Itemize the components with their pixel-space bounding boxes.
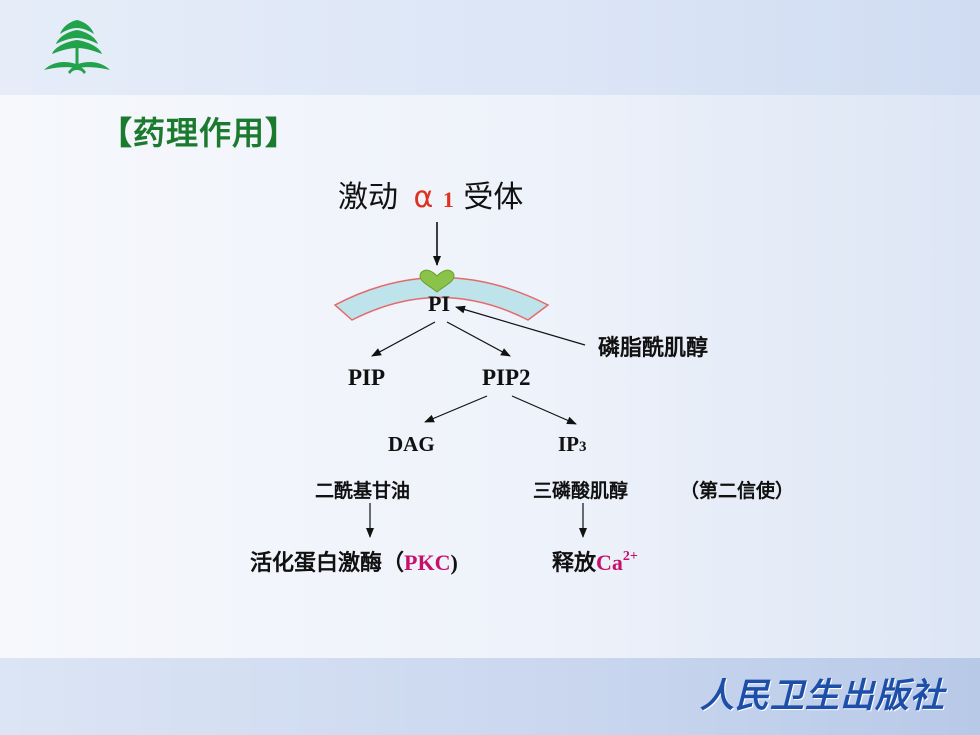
receptor-icon bbox=[419, 269, 455, 293]
pi-to-pip2-arrow bbox=[446, 321, 511, 357]
cell-membrane bbox=[333, 276, 550, 321]
content-area bbox=[0, 95, 980, 658]
footer-band bbox=[0, 658, 980, 735]
second-messenger-note: （第二信使） bbox=[680, 480, 795, 502]
alpha-symbol: α bbox=[413, 180, 434, 215]
pip2-label: PIP2 bbox=[482, 365, 531, 390]
calcium-effect-prefix: 释放 bbox=[552, 551, 597, 576]
pkc-effect: 活化蛋白激酶（PKC) bbox=[250, 545, 458, 577]
publisher-logo: 人民卫生出版社 bbox=[700, 676, 945, 716]
pi-label: PI bbox=[428, 291, 450, 316]
pip2-to-dag-arrow bbox=[424, 395, 488, 423]
pi-annotation: 磷脂酰肌醇 bbox=[598, 336, 709, 361]
dag-label: DAG bbox=[388, 432, 435, 456]
pi-to-pip-arrow bbox=[371, 321, 436, 357]
dag-name: 二酰基甘油 bbox=[315, 480, 411, 502]
ip3-name: 三磷酸肌醇 bbox=[533, 480, 629, 502]
pkc-text: PKC bbox=[404, 550, 451, 575]
pip2-to-ip3-arrow bbox=[511, 395, 577, 425]
receptor-prefix: 激动 bbox=[338, 180, 398, 215]
plant-logo-icon bbox=[44, 20, 110, 74]
receptor-suffix: 受体 bbox=[463, 180, 524, 215]
calcium-effect: 释放Ca2+ bbox=[552, 545, 638, 577]
slide-title: 【药理作用】 bbox=[100, 114, 299, 152]
ip3-label: IP3 bbox=[558, 432, 587, 457]
header-band bbox=[0, 0, 980, 95]
pkc-effect-suffix: ) bbox=[450, 550, 458, 575]
receptor-label: 激动 α 1 受体 bbox=[338, 172, 523, 216]
ip3-subscript: 3 bbox=[579, 439, 587, 455]
calcium-text: Ca bbox=[596, 550, 623, 575]
pi-annotation-pointer bbox=[455, 305, 586, 346]
ip3-base: IP bbox=[558, 432, 579, 456]
alpha-subscript: 1 bbox=[442, 187, 454, 212]
pkc-effect-prefix: 活化蛋白激酶（ bbox=[250, 551, 405, 576]
pip-label: PIP bbox=[348, 365, 386, 390]
calcium-charge: 2+ bbox=[622, 549, 638, 564]
